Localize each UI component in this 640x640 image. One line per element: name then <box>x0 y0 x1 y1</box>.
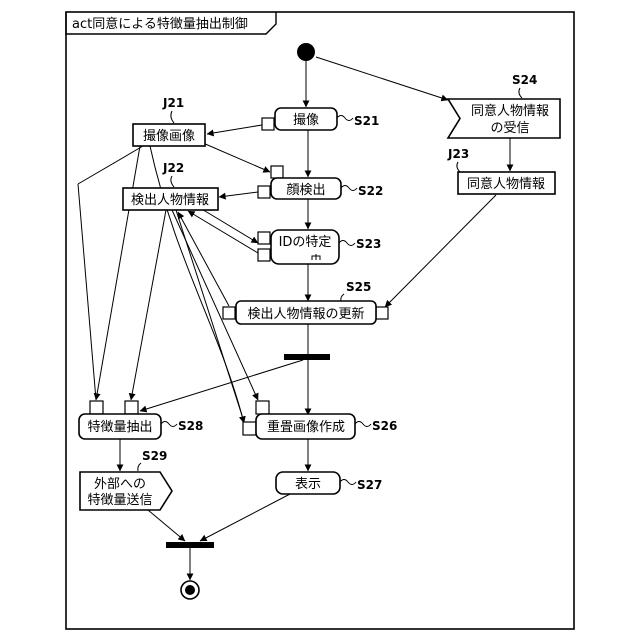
action-s25: 検出人物情報の更新 S25 <box>223 280 388 324</box>
action-ref: S24 <box>512 73 537 87</box>
action-s24: 同意人物情報 の受信 S24 <box>448 73 560 138</box>
object-label: 同意人物情報 <box>467 176 545 192</box>
pin <box>223 307 235 319</box>
action-label-line2: 特徴量送信 <box>87 493 152 508</box>
action-ref: S25 <box>346 280 371 294</box>
join-bar <box>166 542 214 548</box>
object-label: 検出人物情報 <box>131 193 209 208</box>
action-s26: 重畳画像作成 S26 <box>243 401 397 439</box>
fork-bar <box>284 354 330 360</box>
pin <box>258 232 270 244</box>
pin <box>262 118 274 130</box>
action-label-line2: の受信 <box>490 121 529 136</box>
action-label: IDの特定 <box>279 235 332 250</box>
pin <box>258 249 270 261</box>
action-ref: S28 <box>178 419 203 433</box>
action-label-line1: 同意人物情報 <box>471 103 549 119</box>
action-s28: 特徴量抽出 S28 <box>79 401 203 439</box>
action-s21: 撮像 S21 <box>262 108 379 130</box>
pin <box>258 186 270 198</box>
action-ref: S29 <box>142 449 167 463</box>
pin <box>125 401 138 414</box>
action-s27: 表示 S27 <box>276 472 382 494</box>
initial-node <box>297 43 315 61</box>
pin <box>90 401 103 414</box>
action-label: 特徴量抽出 <box>87 420 152 435</box>
action-ref: S22 <box>358 184 383 198</box>
action-ref: S27 <box>357 478 382 492</box>
frame-title: act同意による特徴量抽出制御 <box>72 16 248 32</box>
action-ref: S26 <box>372 419 397 433</box>
pin <box>376 307 388 319</box>
action-label: 撮像 <box>293 112 319 128</box>
action-label: 検出人物情報の更新 <box>247 306 364 322</box>
pin <box>243 422 256 435</box>
object-ref: J22 <box>162 161 184 175</box>
object-j23: 同意人物情報 J23 <box>447 147 555 194</box>
action-s23: IDの特定 S23 <box>258 230 381 264</box>
final-node <box>181 581 199 599</box>
action-ref: S23 <box>356 237 381 251</box>
object-ref: J23 <box>447 147 469 161</box>
action-ref: S21 <box>354 114 379 128</box>
action-s29: 外部への 特徴量送信 S29 <box>80 449 172 510</box>
object-ref: J21 <box>162 96 184 110</box>
pin <box>256 401 269 414</box>
action-label-line1: 外部への <box>94 477 146 492</box>
pin <box>271 166 283 178</box>
action-label: 表示 <box>295 477 321 492</box>
object-j21: 撮像画像 J21 <box>133 96 205 146</box>
action-s22: 顔検出 S22 <box>258 166 383 199</box>
object-j22: 検出人物情報 J22 <box>123 161 218 210</box>
object-label: 撮像画像 <box>143 128 195 144</box>
action-label: 重畳画像作成 <box>267 419 345 435</box>
action-label: 顔検出 <box>286 183 325 198</box>
